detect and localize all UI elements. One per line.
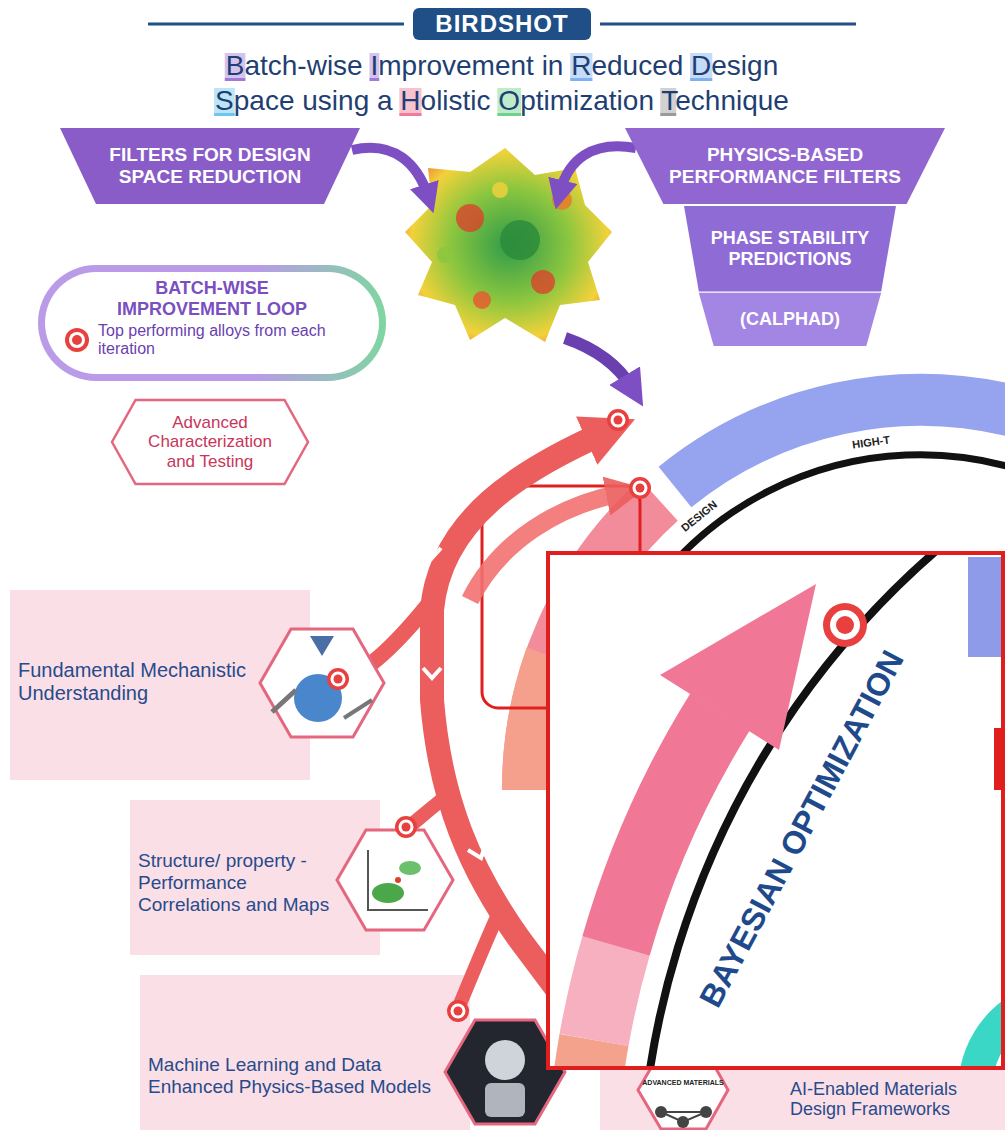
design-space-map bbox=[400, 140, 620, 350]
filter-funnel-shape bbox=[699, 293, 881, 346]
ring-title: BAYESIAN OPTIMIZATION bbox=[693, 645, 911, 1013]
filter-funnel-shape bbox=[684, 206, 896, 291]
legend-item: Top performing alloys from each iteratio… bbox=[64, 322, 364, 359]
design-space-map bbox=[531, 270, 555, 294]
structure-icon bbox=[399, 861, 421, 875]
structure-icon bbox=[395, 877, 401, 883]
target-symbol bbox=[65, 328, 89, 352]
fundamental-icon bbox=[260, 629, 384, 737]
target-marker bbox=[395, 816, 417, 838]
subtitle: Batch-wise Improvement in Reduced Design… bbox=[202, 48, 802, 118]
ring-label: HIGH-T bbox=[851, 433, 890, 450]
node-label: AI-Enabled Materials Design Frameworks bbox=[790, 1080, 965, 1120]
filter-funnel: PHASE STABILITY PREDICTIONS(CALPHAD) bbox=[684, 206, 896, 346]
design-space-map bbox=[500, 220, 540, 260]
design-space-map bbox=[492, 182, 508, 198]
text-band: AI-Enabled Materials Design Frameworks bbox=[790, 1071, 965, 1129]
filter-funnel: PHYSICS-BASED PERFORMANCE FILTERS bbox=[625, 128, 945, 204]
filter-funnel-shape bbox=[60, 128, 360, 204]
node-label: Machine Learning and Data Enhanced Physi… bbox=[148, 1054, 438, 1098]
target-symbol bbox=[72, 335, 82, 345]
design-space-map bbox=[473, 291, 491, 309]
icon-label: ADVANCED MATERIALS bbox=[642, 1079, 723, 1087]
node-label: Fundamental Mechanistic Understanding bbox=[18, 659, 250, 705]
text-band: Machine Learning and Data Enhanced Physi… bbox=[148, 1028, 438, 1124]
materials-icon bbox=[677, 1116, 689, 1128]
filter-funnel-shape bbox=[625, 128, 945, 204]
purple-arrow bbox=[352, 148, 428, 196]
filter-funnel: FILTERS FOR DESIGN SPACE REDUCTION bbox=[60, 128, 360, 204]
fundamental-icon bbox=[310, 636, 334, 656]
improvement-flow bbox=[423, 668, 441, 678]
structure-icon bbox=[368, 850, 428, 910]
target-marker bbox=[327, 668, 349, 690]
node-label: PHASE STABILITY PREDICTIONS bbox=[700, 206, 880, 292]
materials-icon bbox=[655, 1106, 667, 1118]
node-label: Advanced Characterization and Testing bbox=[140, 413, 280, 472]
node-label: PHYSICS-BASED PERFORMANCE FILTERS bbox=[659, 144, 911, 188]
target-marker bbox=[447, 1000, 469, 1022]
header-rule bbox=[600, 23, 856, 26]
design-space-map bbox=[400, 140, 620, 350]
purple-arrow bbox=[565, 338, 632, 388]
node-label: Structure/ property -Performance Correla… bbox=[138, 850, 333, 916]
improvement-flow bbox=[410, 790, 455, 826]
zoom-inset bbox=[548, 392, 1005, 1130]
fundamental-icon bbox=[260, 629, 384, 737]
target-symbol bbox=[69, 332, 85, 348]
fundamental-icon bbox=[272, 690, 296, 712]
purple-arrow bbox=[352, 146, 636, 388]
text-band: Fundamental Mechanistic Understanding bbox=[18, 632, 250, 732]
legend-text: Top performing alloys from each iteratio… bbox=[98, 322, 364, 359]
ring-label: DESIGN bbox=[679, 498, 719, 534]
design-space-map bbox=[437, 247, 453, 263]
zoom-inset bbox=[580, 1040, 594, 1068]
design-space-map bbox=[552, 190, 572, 210]
fundamental-icon bbox=[344, 700, 372, 718]
legend-symbol bbox=[64, 327, 90, 353]
improvement-flow bbox=[460, 910, 500, 1004]
structure-icon bbox=[337, 830, 453, 930]
design-space-map bbox=[456, 204, 484, 232]
zoom-inset bbox=[616, 712, 720, 946]
structure-icon bbox=[337, 830, 453, 930]
zoom-inset bbox=[968, 557, 1001, 657]
header-rule bbox=[148, 23, 404, 26]
zoom-inset bbox=[823, 603, 867, 647]
zoom-inset bbox=[580, 553, 1003, 1068]
ml-icon bbox=[485, 1083, 525, 1117]
purple-arrow bbox=[560, 146, 636, 192]
target-marker bbox=[607, 409, 629, 431]
zoom-inset bbox=[548, 553, 1003, 1068]
improvement-flow bbox=[423, 548, 441, 558]
optimization-ring bbox=[675, 400, 1005, 487]
zoom-inset bbox=[975, 995, 1003, 1068]
zoom-inset bbox=[548, 553, 1003, 1068]
node-label: FILTERS FOR DESIGN SPACE REDUCTION bbox=[94, 144, 326, 188]
hexagon-box-shape bbox=[112, 400, 308, 484]
design-space-map bbox=[400, 140, 620, 350]
zoom-inset bbox=[823, 603, 867, 647]
hexagon-box: Advanced Characterization and Testing bbox=[112, 400, 308, 484]
materials-icon bbox=[700, 1106, 712, 1118]
title-badge: BIRDSHOT bbox=[413, 8, 590, 40]
ml-icon bbox=[485, 1040, 525, 1080]
node-label: BATCH-WISE IMPROVEMENT LOOP bbox=[89, 278, 335, 319]
node-sublabel: (CALPHAD) bbox=[700, 292, 880, 346]
pink-band bbox=[140, 975, 470, 1130]
text-band: Structure/ property -Performance Correla… bbox=[138, 828, 333, 938]
zoom-inset bbox=[594, 946, 616, 1040]
zoom-inset bbox=[660, 584, 816, 750]
structure-icon bbox=[372, 883, 404, 903]
target-marker bbox=[629, 477, 651, 499]
improvement-flow bbox=[468, 843, 486, 858]
